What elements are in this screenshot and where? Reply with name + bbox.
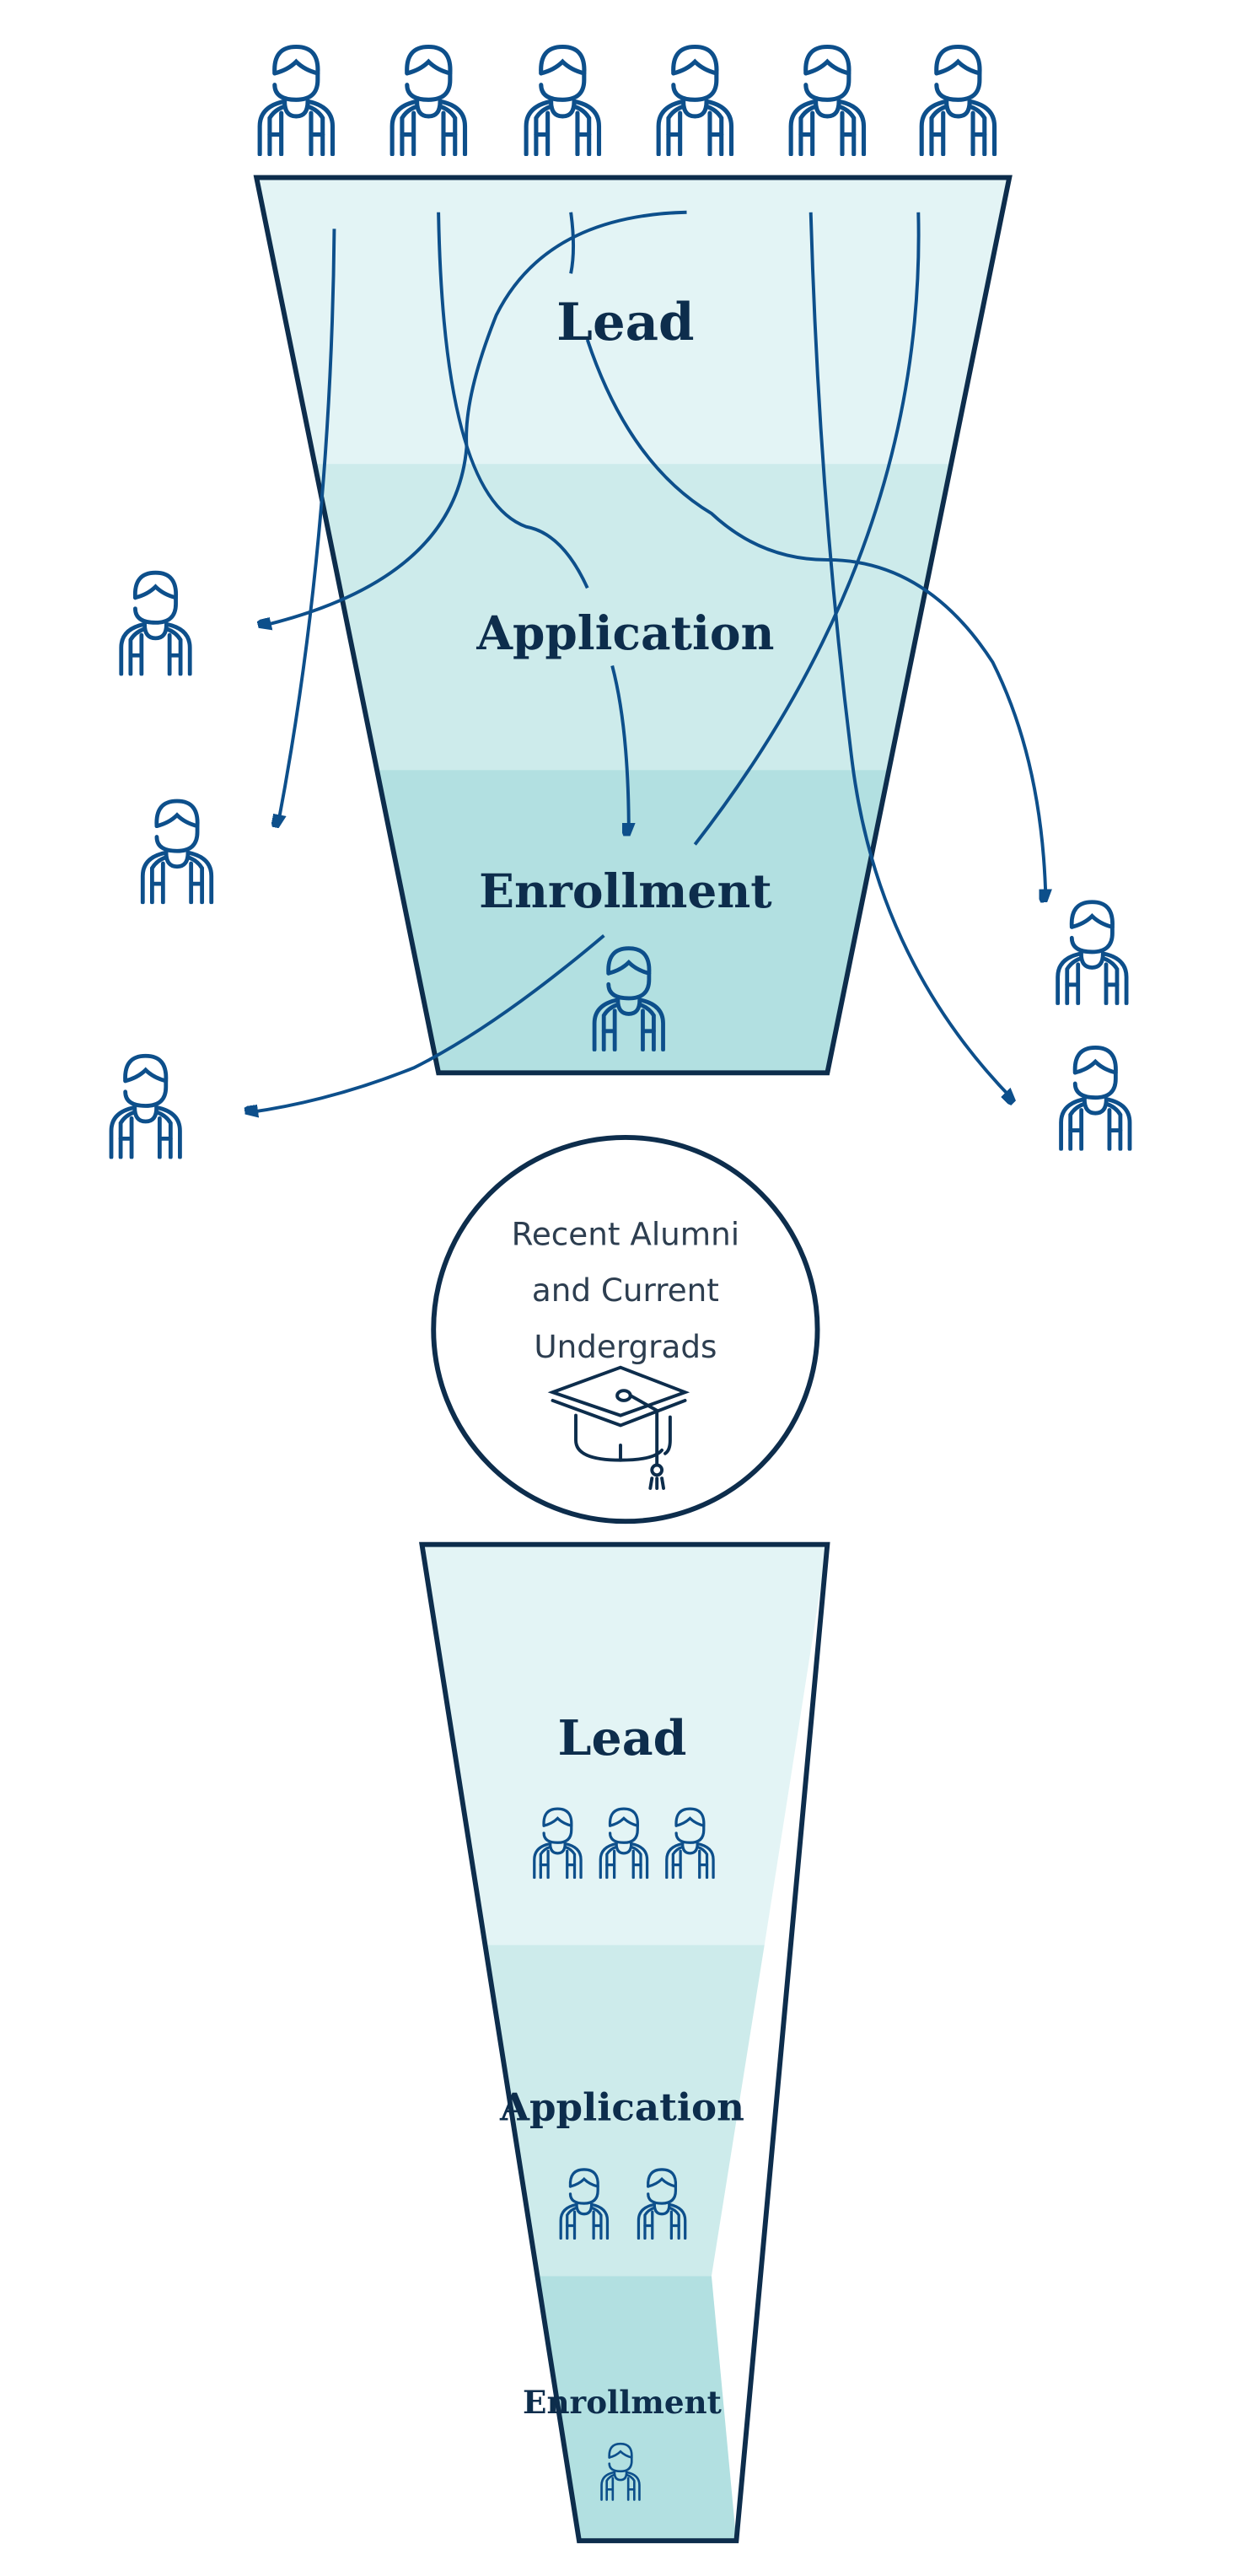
flow-arrow [248, 933, 605, 1112]
person-icon [260, 47, 332, 155]
flow-arrow [693, 212, 921, 846]
bottom-band-application [485, 1944, 765, 2277]
flow-arrow [809, 212, 1013, 1100]
top-stage-enrollment-label: Enrollment [479, 863, 772, 918]
top-funnel [253, 175, 1013, 1076]
person-icon [658, 47, 731, 155]
flow-arrow [278, 229, 336, 825]
flow-arrow [569, 212, 1045, 900]
flow-arrow [437, 212, 589, 589]
bottom-funnel-outline [419, 1541, 830, 2544]
top-funnel-outline [253, 175, 1013, 1076]
person-icon [921, 47, 994, 155]
graduation-cap-icon [547, 1365, 690, 1490]
bottom-funnel [419, 1541, 830, 2544]
person-icon [791, 47, 863, 155]
person-icon [392, 47, 465, 155]
person-icon [1061, 1047, 1130, 1148]
person-icon [121, 573, 190, 674]
flow-arrows [248, 210, 1045, 1113]
circle-text-line3: Undergrads [534, 1328, 717, 1365]
bottom-stage-enrollment-label: Enrollment [523, 2384, 723, 2421]
top-band-lead [256, 177, 1010, 465]
top-people [260, 47, 994, 155]
top-band-enrollment [377, 770, 889, 1073]
person-icon [1058, 902, 1126, 1003]
bottom-band-lead [422, 1544, 828, 1945]
person-icon [526, 47, 599, 155]
circle-text-line2: and Current [532, 1272, 719, 1309]
bottom-stage-lead-label: Lead [558, 1711, 687, 1767]
top-stage-lead-label: Lead [556, 293, 694, 352]
person-icon [142, 801, 211, 902]
top-band-application [314, 464, 952, 771]
center-circle: Recent Alumni and Current Undergrads [431, 1134, 820, 1525]
top-stage-application-label: Application [475, 605, 774, 660]
bottom-band-enrollment [537, 2276, 737, 2541]
bottom-stage-application-label: Application [499, 2085, 744, 2130]
person-icon [111, 1056, 180, 1157]
circle-text-line1: Recent Alumni [512, 1215, 740, 1252]
flow-arrow [261, 210, 687, 627]
flow-arrow [610, 665, 629, 833]
